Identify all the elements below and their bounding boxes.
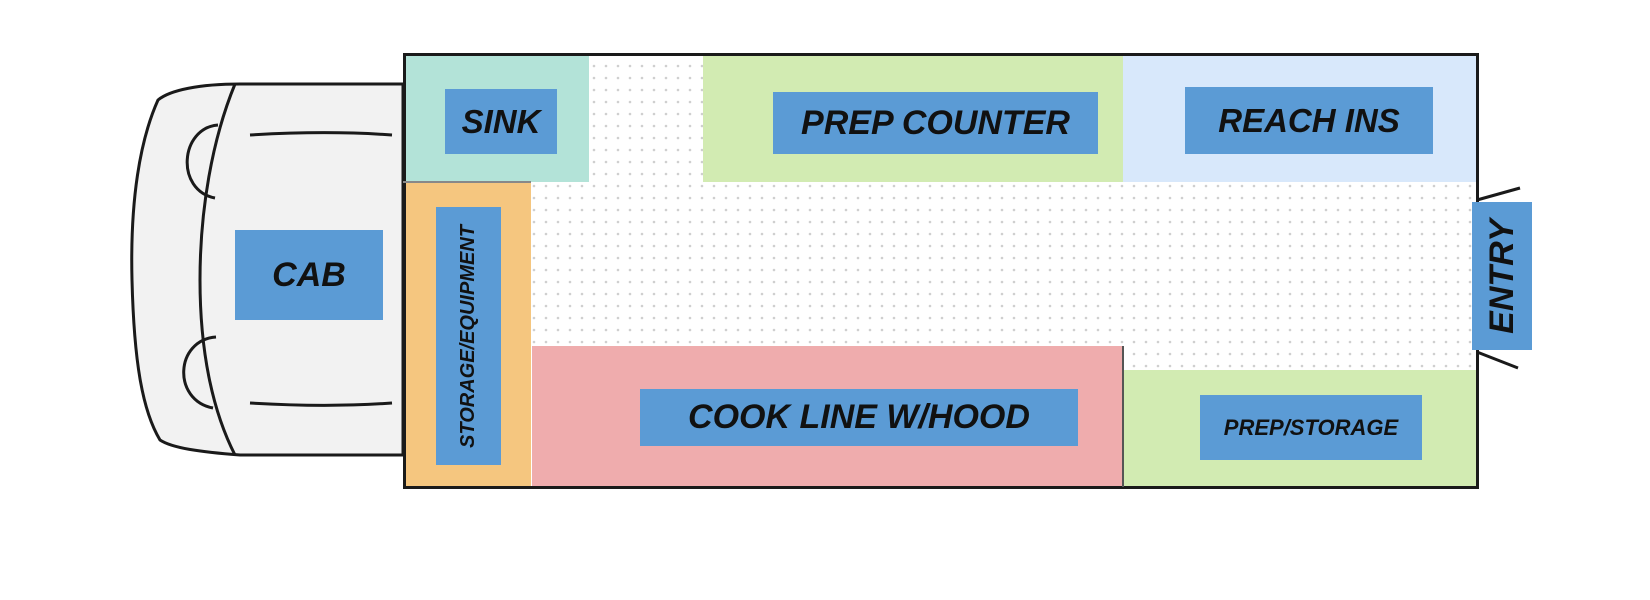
sink-divider bbox=[403, 181, 531, 183]
reach-ins-label: REACH INS bbox=[1185, 87, 1433, 154]
storage-equipment-label: STORAGE/EQUIPMENT bbox=[436, 207, 501, 465]
sink-label: SINK bbox=[445, 89, 557, 154]
entry-label-text: ENTRY bbox=[1482, 218, 1521, 334]
prep-counter-label: PREP COUNTER bbox=[773, 92, 1098, 154]
entry-door-bottom bbox=[1476, 350, 1519, 370]
wiper-bottom bbox=[249, 401, 393, 407]
prep-storage-label-text: PREP/STORAGE bbox=[1223, 414, 1399, 440]
entry-label: ENTRY bbox=[1472, 202, 1532, 350]
prep-counter-label-text: PREP COUNTER bbox=[801, 103, 1070, 142]
cook-line-label-text: COOK LINE W/HOOD bbox=[688, 398, 1030, 436]
cook-prep-divider bbox=[1122, 346, 1124, 487]
storage-equipment-label-text: STORAGE/EQUIPMENT bbox=[457, 224, 479, 448]
reach-ins-label-text: REACH INS bbox=[1218, 101, 1400, 139]
cook-line-label: COOK LINE W/HOOD bbox=[640, 389, 1078, 446]
wiper-top bbox=[249, 131, 393, 137]
cab-label-text: CAB bbox=[272, 255, 346, 294]
sink-label-text: SINK bbox=[461, 102, 541, 140]
entry-door-top bbox=[1476, 186, 1521, 202]
prep-storage-label: PREP/STORAGE bbox=[1200, 395, 1422, 460]
left-mirror-bottom bbox=[182, 335, 217, 410]
left-mirror-top bbox=[185, 123, 219, 200]
cab-label: CAB bbox=[235, 230, 383, 320]
